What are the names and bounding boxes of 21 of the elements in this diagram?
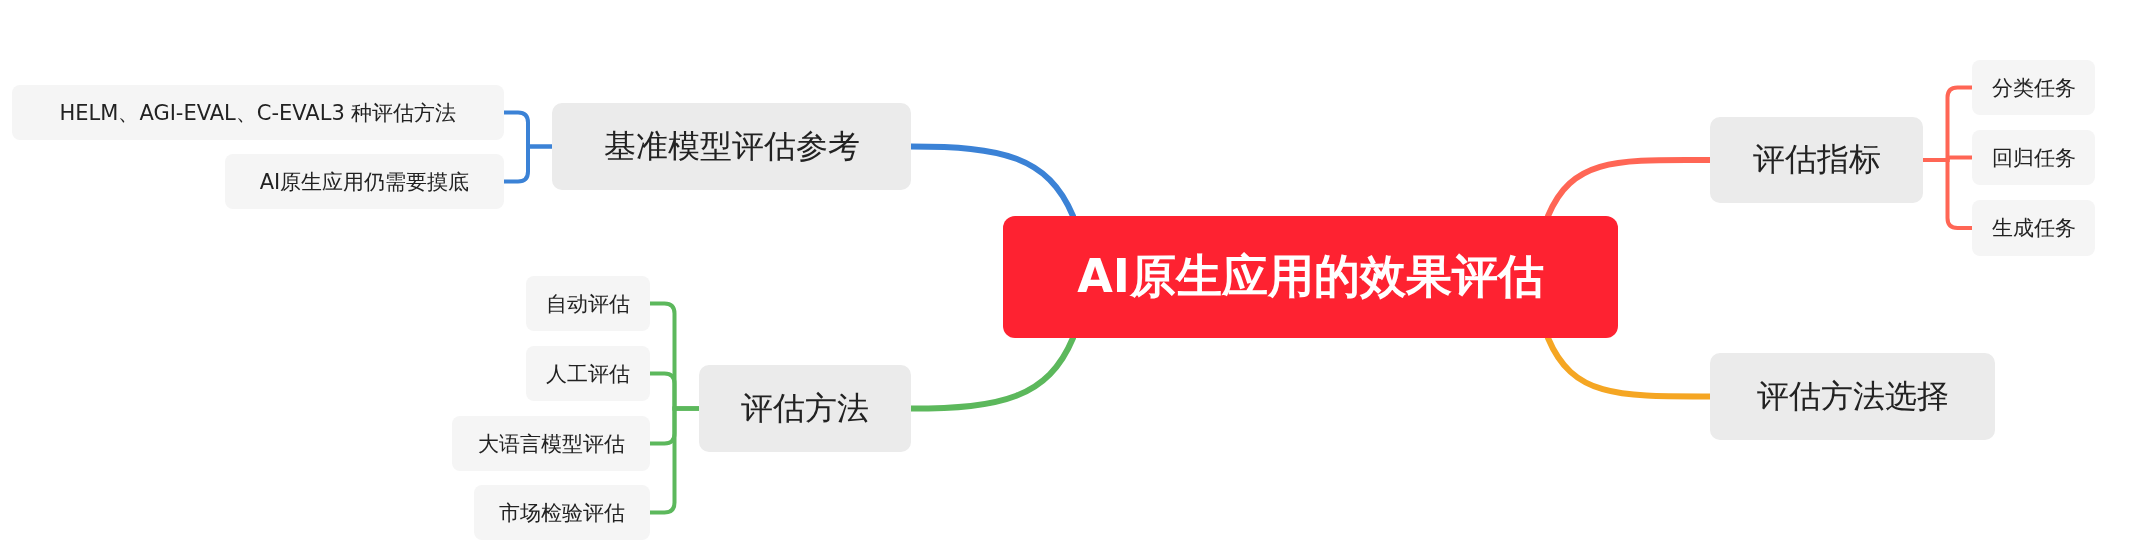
connector-line bbox=[648, 406, 701, 515]
topic-box: 评估指标 bbox=[1710, 117, 1923, 203]
subtopic-box: 自动评估 bbox=[526, 276, 650, 331]
topic-box: 评估方法选择 bbox=[1710, 353, 1995, 440]
connector-line bbox=[502, 144, 554, 184]
subtopic-box: 大语言模型评估 bbox=[452, 416, 650, 471]
subtopic-box: 回归任务 bbox=[1972, 130, 2095, 185]
central-topic-box: AI原生应用的效果评估 bbox=[1003, 216, 1618, 338]
connector-line bbox=[1921, 158, 1974, 230]
subtopic-box: HELM、AGI-EVAL、C-EVAL3 种评估方法 bbox=[12, 85, 504, 140]
connector-line bbox=[908, 335, 1076, 412]
topic-box: 评估方法 bbox=[699, 365, 911, 452]
subtopic-box: AI原生应用仍需要摸底 bbox=[225, 154, 504, 209]
connector-line bbox=[908, 143, 1076, 219]
subtopic-box: 人工评估 bbox=[526, 346, 650, 401]
subtopic-box: 生成任务 bbox=[1972, 200, 2095, 256]
connector-line bbox=[1545, 156, 1713, 219]
subtopic-box: 市场检验评估 bbox=[474, 485, 650, 540]
subtopic-box: 分类任务 bbox=[1972, 60, 2095, 115]
connector-line bbox=[1545, 335, 1713, 400]
topic-box: 基准模型评估参考 bbox=[552, 103, 911, 190]
